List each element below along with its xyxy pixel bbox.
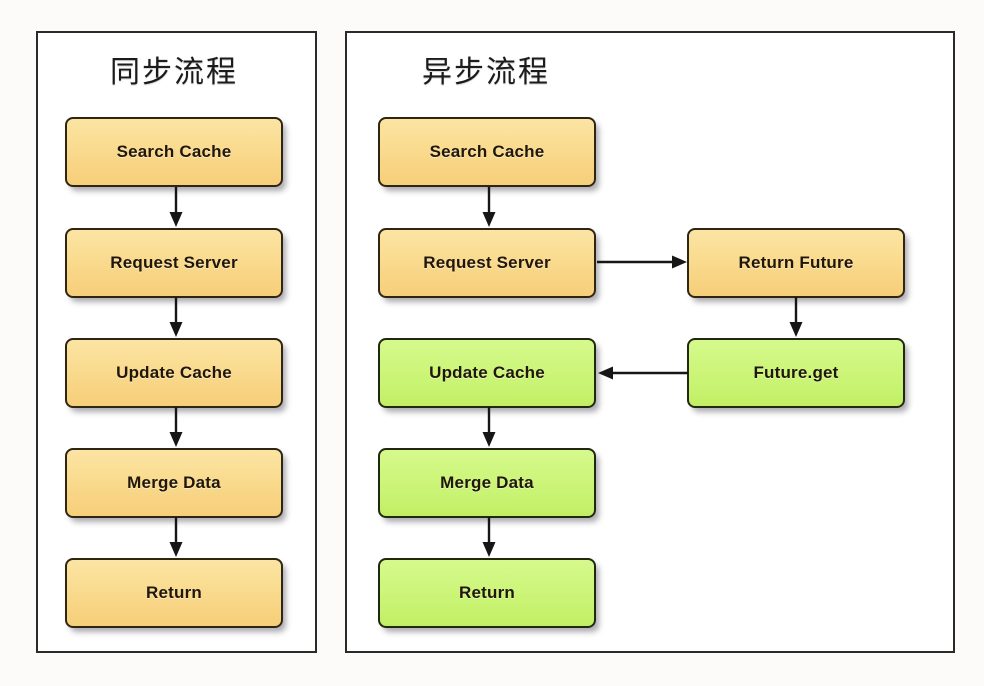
node-async-future-get[interactable]: Future.get xyxy=(687,338,905,408)
node-label: Request Server xyxy=(423,253,551,272)
node-label: Search Cache xyxy=(116,142,232,161)
node-label: Request Server xyxy=(110,253,238,272)
node-label: Future.get xyxy=(753,363,839,382)
node-label: Update Cache xyxy=(116,363,232,382)
node-label: Return xyxy=(459,583,515,602)
arrow-async-merge-to-return xyxy=(481,517,497,558)
node-sync-merge-data[interactable]: Merge Data xyxy=(65,448,283,518)
arrow-async-return-future-to-future-get xyxy=(788,297,804,338)
arrow-async-future-get-to-update-cache xyxy=(597,365,688,381)
arrow-async-request-to-return-future xyxy=(597,254,688,270)
node-label: Search Cache xyxy=(429,142,545,161)
node-label: Update Cache xyxy=(429,363,545,382)
node-sync-update-cache[interactable]: Update Cache xyxy=(65,338,283,408)
arrow-sync-merge-to-return xyxy=(168,517,184,558)
node-sync-request-server[interactable]: Request Server xyxy=(65,228,283,298)
node-label: Merge Data xyxy=(127,473,221,492)
sync-panel-title: 同步流程 xyxy=(110,55,238,90)
node-sync-return[interactable]: Return xyxy=(65,558,283,628)
arrow-sync-update-to-merge xyxy=(168,407,184,448)
arrow-async-update-to-merge xyxy=(481,407,497,448)
node-async-request-server[interactable]: Request Server xyxy=(378,228,596,298)
node-label: Return Future xyxy=(738,253,854,272)
node-label: Return xyxy=(146,583,202,602)
node-async-merge-data[interactable]: Merge Data xyxy=(378,448,596,518)
node-async-return[interactable]: Return xyxy=(378,558,596,628)
arrow-async-search-to-request xyxy=(481,187,497,228)
node-label: Merge Data xyxy=(440,473,534,492)
node-async-update-cache[interactable]: Update Cache xyxy=(378,338,596,408)
arrow-sync-request-to-update xyxy=(168,297,184,338)
arrow-sync-search-to-request xyxy=(168,187,184,228)
async-panel-title: 异步流程 xyxy=(422,55,550,90)
node-sync-search-cache[interactable]: Search Cache xyxy=(65,117,283,187)
node-async-return-future[interactable]: Return Future xyxy=(687,228,905,298)
node-async-search-cache[interactable]: Search Cache xyxy=(378,117,596,187)
